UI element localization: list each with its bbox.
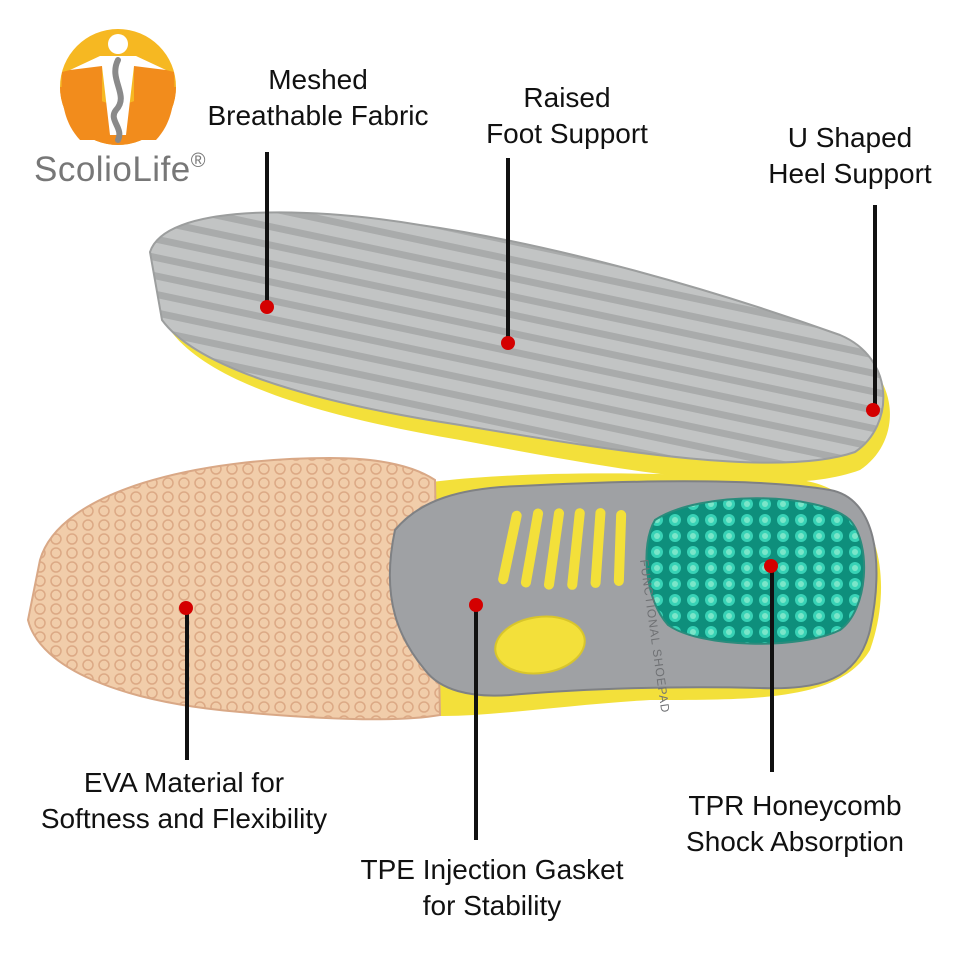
scoliolife-logo-icon xyxy=(60,29,176,145)
callout-mesh: Meshed Breathable Fabric xyxy=(198,62,438,134)
marker-dot-raised xyxy=(501,336,515,350)
callout-heel-line1: U Shaped xyxy=(787,122,913,153)
callout-raised: Raised Foot Support xyxy=(475,80,659,152)
callout-tpe-line1: TPE Injection Gasket xyxy=(360,854,624,885)
callout-mesh-line1: Meshed xyxy=(268,64,368,95)
brand-name: ScolioLife xyxy=(34,150,191,189)
callout-tpr: TPR Honeycomb Shock Absorption xyxy=(670,788,920,860)
marker-dots xyxy=(179,300,880,615)
callout-eva-line2: Softness and Flexibility xyxy=(40,803,328,834)
brand-wordmark: ScolioLife® xyxy=(34,150,206,190)
callout-raised-line2: Foot Support xyxy=(486,118,648,149)
marker-dot-tpe xyxy=(469,598,483,612)
leader-lines xyxy=(185,152,877,840)
callout-mesh-line2: Breathable Fabric xyxy=(207,100,429,131)
top-insole xyxy=(148,211,890,483)
callout-heel-line2: Heel Support xyxy=(768,158,932,189)
registered-mark: ® xyxy=(190,150,207,172)
marker-dot-heel xyxy=(866,403,880,417)
callout-tpr-line1: TPR Honeycomb xyxy=(688,790,902,821)
callout-raised-line1: Raised xyxy=(523,82,611,113)
marker-dot-tpr xyxy=(764,559,778,573)
callout-heel: U Shaped Heel Support xyxy=(760,120,940,192)
marker-dot-eva xyxy=(179,601,193,615)
marker-dot-mesh xyxy=(260,300,274,314)
callout-eva-line1: EVA Material for xyxy=(83,767,285,798)
callout-eva: EVA Material for Softness and Flexibilit… xyxy=(28,765,340,837)
callout-tpe: TPE Injection Gasket for Stability xyxy=(342,852,642,924)
callout-tpe-line2: for Stability xyxy=(422,890,562,921)
callout-tpr-line2: Shock Absorption xyxy=(686,826,904,857)
bottom-insole: FUNCTIONAL SHOEPAD xyxy=(26,456,882,721)
